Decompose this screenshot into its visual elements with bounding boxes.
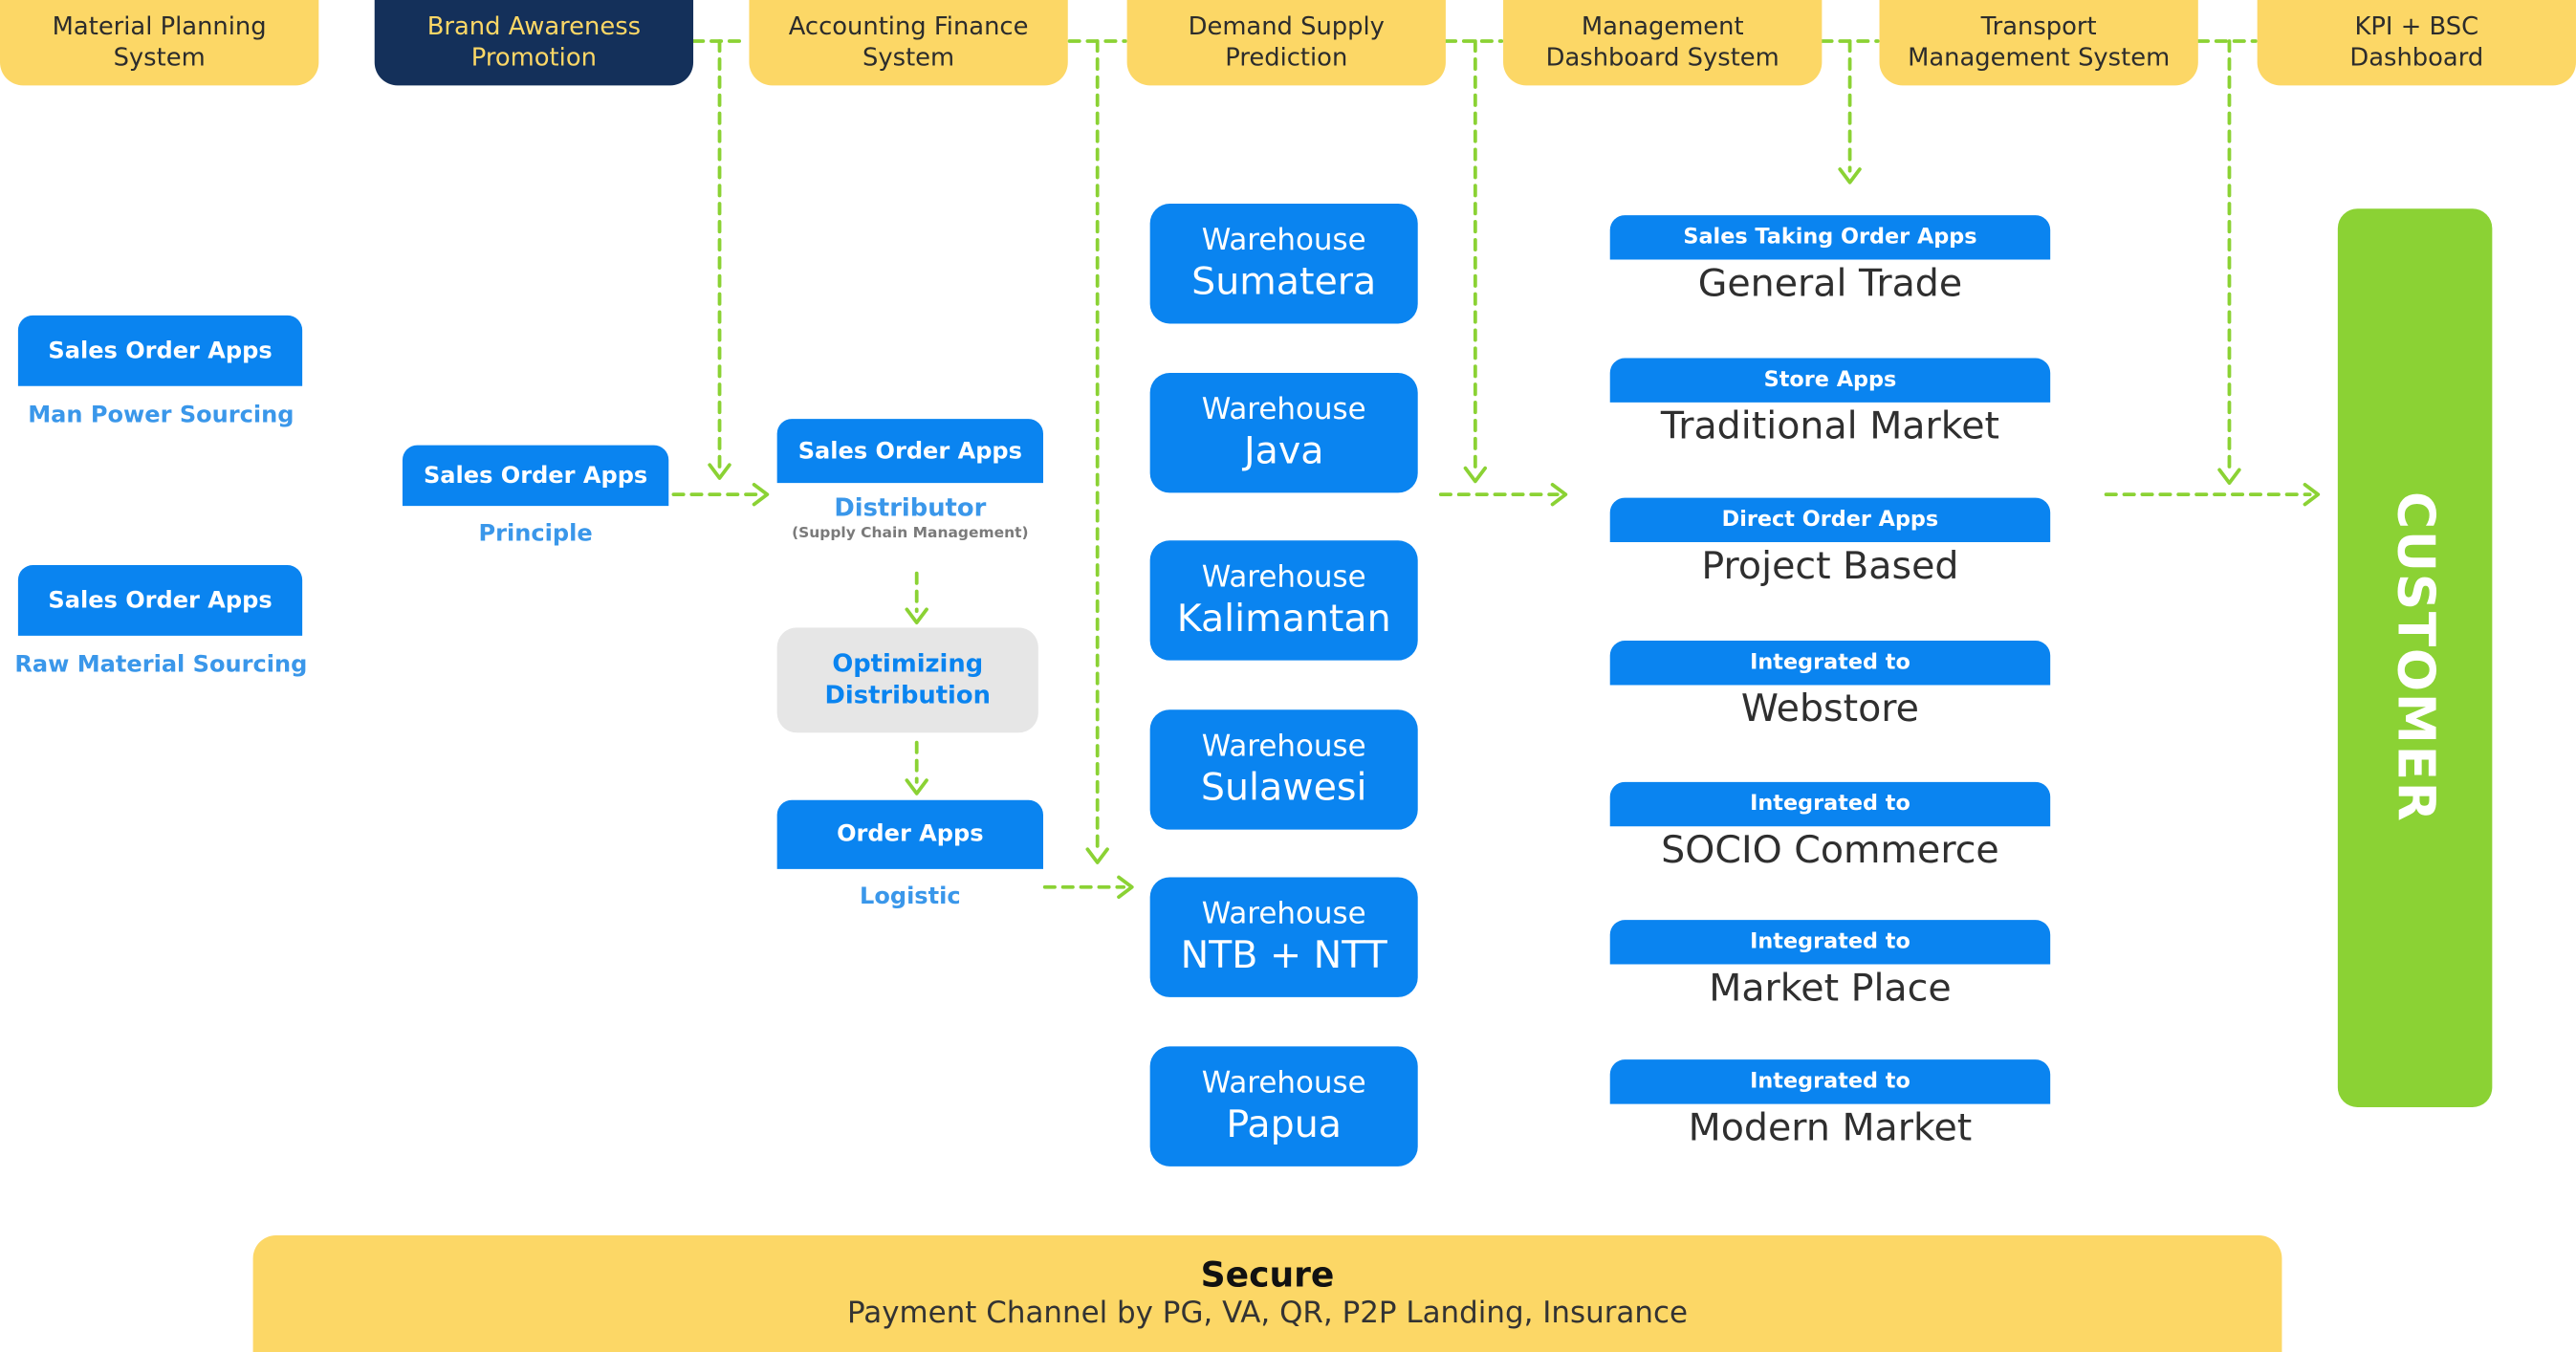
man-power-sourcing-label: Man Power Sourcing — [28, 402, 295, 429]
channel-general-trade[interactable]: Sales Taking Order Apps General Trade — [1609, 215, 2051, 317]
channel-name: Project Based — [1701, 545, 1959, 589]
warehouse-word: Warehouse — [1201, 222, 1366, 257]
channel-app-tab[interactable]: Integrated to — [1609, 641, 2051, 686]
channel-project-based[interactable]: Direct Order Apps Project Based — [1609, 497, 2051, 600]
warehouse-ntb-ntt[interactable]: Warehouse NTB + NTT — [1149, 877, 1418, 997]
secure-payment-bar[interactable]: Secure Payment Channel by PG, VA, QR, P2… — [252, 1235, 2282, 1352]
warehouse-word: Warehouse — [1201, 896, 1366, 931]
optimizing-line2: Distribution — [824, 680, 991, 710]
warehouse-sulawesi[interactable]: Warehouse Sulawesi — [1149, 709, 1418, 830]
channel-name: Modern Market — [1688, 1106, 1973, 1150]
warehouse-region: Kalimantan — [1176, 597, 1391, 641]
warehouse-region: Java — [1243, 429, 1324, 472]
system-transport-management[interactable]: Transport Management System — [1879, 0, 2198, 86]
channel-market-place[interactable]: Integrated to Market Place — [1609, 920, 2051, 1022]
warehouse-region: Sumatera — [1191, 260, 1377, 303]
warehouse-region: Sulawesi — [1200, 766, 1367, 810]
principle-label: Principle — [478, 520, 593, 548]
system-kpi-bsc[interactable]: KPI + BSC Dashboard — [2257, 0, 2576, 86]
channel-name: Traditional Market — [1660, 405, 2000, 449]
distributor-sales-order-apps[interactable]: Sales Order Apps — [776, 419, 1043, 484]
warehouse-kalimantan[interactable]: Warehouse Kalimantan — [1149, 540, 1418, 661]
customer-block[interactable]: CUSTOMER — [2337, 208, 2493, 1107]
man-power-sales-order-apps[interactable]: Sales Order Apps — [17, 315, 303, 386]
channel-name: Market Place — [1709, 967, 1952, 1011]
distributor-sub-label: (Supply Chain Management) — [792, 525, 1029, 542]
system-material-planning[interactable]: Material Planning System — [0, 0, 319, 86]
logistic-label: Logistic — [859, 883, 961, 910]
secure-subtitle: Payment Channel by PG, VA, QR, P2P Landi… — [847, 1296, 1688, 1331]
channel-name: Webstore — [1740, 687, 1920, 731]
raw-material-sourcing-label: Raw Material Sourcing — [14, 652, 308, 679]
channel-app-tab[interactable]: Integrated to — [1609, 1059, 2051, 1104]
system-accounting-finance[interactable]: Accounting Finance System — [749, 0, 1068, 86]
optimizing-distribution-box[interactable]: Optimizing Distribution — [776, 627, 1038, 733]
channel-socio-commerce[interactable]: Integrated to SOCIO Commerce — [1609, 781, 2051, 884]
channel-name: General Trade — [1697, 262, 1963, 306]
system-brand-awareness[interactable]: Brand Awareness Promotion — [374, 0, 694, 86]
channel-webstore[interactable]: Integrated to Webstore — [1609, 641, 2051, 743]
optimizing-line1: Optimizing — [832, 648, 984, 679]
warehouse-word: Warehouse — [1201, 728, 1366, 764]
warehouse-word: Warehouse — [1201, 1065, 1366, 1101]
customer-label: CUSTOMER — [2385, 491, 2445, 823]
warehouse-region: Papua — [1226, 1102, 1342, 1146]
logistic-order-apps[interactable]: Order Apps — [776, 799, 1043, 869]
channel-app-tab[interactable]: Direct Order Apps — [1609, 497, 2051, 542]
warehouse-word: Warehouse — [1201, 391, 1366, 426]
channel-name: SOCIO Commerce — [1661, 829, 1999, 873]
warehouse-sumatera[interactable]: Warehouse Sumatera — [1149, 204, 1418, 324]
warehouse-java[interactable]: Warehouse Java — [1149, 373, 1418, 493]
channel-app-tab[interactable]: Integrated to — [1609, 920, 2051, 965]
channel-app-tab[interactable]: Integrated to — [1609, 781, 2051, 827]
channel-app-tab[interactable]: Store Apps — [1609, 358, 2051, 403]
warehouse-papua[interactable]: Warehouse Papua — [1149, 1046, 1418, 1167]
warehouse-region: NTB + NTT — [1180, 933, 1387, 977]
distributor-label: Distributor — [834, 492, 987, 523]
channel-traditional-market[interactable]: Store Apps Traditional Market — [1609, 358, 2051, 461]
system-management-dashboard[interactable]: Management Dashboard System — [1503, 0, 1823, 86]
system-demand-supply[interactable]: Demand Supply Prediction — [1126, 0, 1446, 86]
channel-app-tab[interactable]: Sales Taking Order Apps — [1609, 215, 2051, 260]
secure-title: Secure — [1200, 1254, 1335, 1295]
raw-material-sales-order-apps[interactable]: Sales Order Apps — [17, 565, 303, 636]
principle-sales-order-apps[interactable]: Sales Order Apps — [402, 445, 669, 507]
warehouse-word: Warehouse — [1201, 559, 1366, 595]
channel-modern-market[interactable]: Integrated to Modern Market — [1609, 1059, 2051, 1162]
